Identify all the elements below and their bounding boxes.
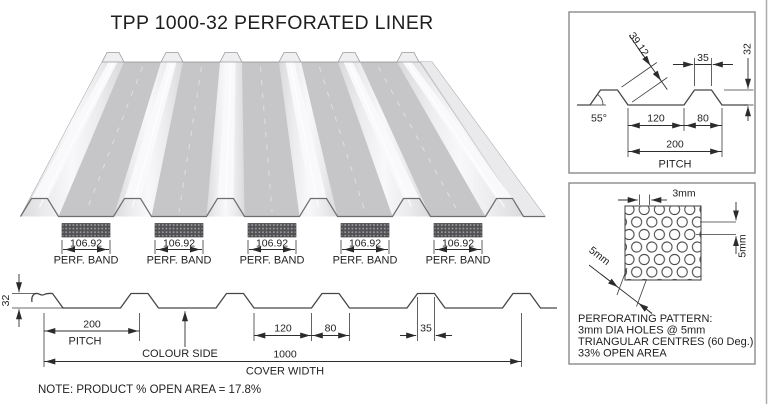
dimension-lines xyxy=(590,35,754,157)
detail-profile xyxy=(577,89,748,106)
dim-height: 32 xyxy=(742,43,754,55)
rib xyxy=(337,52,431,217)
perf-band-label: PERF. BAND xyxy=(240,255,305,267)
rib xyxy=(113,52,184,217)
rib xyxy=(278,52,338,217)
dimension-lines xyxy=(12,274,522,367)
pattern-note-line: 3mm DIA HOLES @ 5mm xyxy=(578,325,705,337)
rib xyxy=(206,52,245,217)
dim-pitch-label: PITCH xyxy=(659,159,692,171)
profile-detail-border xyxy=(568,11,756,174)
cross-section: 32 200 PITCH COLOUR SIDE 120 80 35 1000 … xyxy=(0,274,557,378)
dim-valley: 120 xyxy=(647,113,665,125)
dim-angle: 55° xyxy=(591,113,607,125)
perforated-plate xyxy=(624,205,702,281)
dim-cover-value: 1000 xyxy=(273,349,297,361)
colour-side-label: COLOUR SIDE xyxy=(142,348,218,360)
pattern-note-line: PERFORATING PATTERN: xyxy=(578,313,712,325)
perf-band-dim: 106.92 xyxy=(256,238,288,250)
pattern-note-line: 33% OPEN AREA xyxy=(578,348,667,360)
page-title: TPP 1000-32 PERFORATED LINER xyxy=(110,12,433,34)
dim-hole-dia: 3mm xyxy=(672,188,696,200)
right-edge-lap xyxy=(421,62,545,217)
perf-band-callouts: 106.92 PERF. BAND 106.92 PERF. BAND 106.… xyxy=(54,224,491,267)
perforation-detail-box: 3mm 5mm 5mm PERFORATING PATTERN: 3mm DIA… xyxy=(568,182,756,365)
dim-rib-top: 35 xyxy=(420,323,432,335)
profile-detail-box: 39.12 35 32 55° 120 80 200 PITCH xyxy=(568,11,756,174)
pattern-note-line: TRIANGULAR CENTRES (60 Deg.) xyxy=(578,336,753,348)
perf-band-label: PERF. BAND xyxy=(426,255,491,267)
dim-rib-base: 80 xyxy=(697,113,709,125)
dim-diagonal-pitch: 5mm xyxy=(586,244,612,268)
dim-pitch-label: PITCH xyxy=(69,336,102,348)
rib xyxy=(20,52,125,217)
perf-band-label: PERF. BAND xyxy=(54,255,119,267)
dim-slope-length: 39.12 xyxy=(626,30,651,59)
dim-pitch-value: 200 xyxy=(83,319,101,331)
perforation-detail-border xyxy=(568,182,756,365)
perf-band-dim: 106.92 xyxy=(163,238,195,250)
perf-band-label: PERF. BAND xyxy=(333,255,398,267)
panel-3d-view xyxy=(19,52,546,218)
dimension-lines xyxy=(588,194,739,314)
dim-rib-top: 35 xyxy=(697,52,709,64)
dim-rib-base: 80 xyxy=(325,323,337,335)
valley-sheen-lines xyxy=(85,66,459,213)
perf-band-label: PERF. BAND xyxy=(147,255,212,267)
dim-valley: 120 xyxy=(274,323,292,335)
dim-cover-label: COVER WIDTH xyxy=(246,366,324,378)
front-edge-profile xyxy=(19,197,545,218)
section-profile xyxy=(31,292,557,309)
dim-vertical-pitch: 5mm xyxy=(737,234,749,258)
ribs xyxy=(20,52,524,217)
dim-pitch-value: 200 xyxy=(666,139,684,151)
dim-height: 32 xyxy=(0,295,12,307)
perf-band-dim: 106.92 xyxy=(442,238,474,250)
note-text: NOTE: PRODUCT % OPEN AREA = 17.8% xyxy=(38,384,261,396)
perf-band-dim: 106.92 xyxy=(349,238,381,250)
perforating-pattern-note: PERFORATING PATTERN: 3mm DIA HOLES @ 5mm… xyxy=(578,313,753,360)
perf-band-dim: 106.92 xyxy=(70,238,102,250)
rib xyxy=(396,52,524,217)
